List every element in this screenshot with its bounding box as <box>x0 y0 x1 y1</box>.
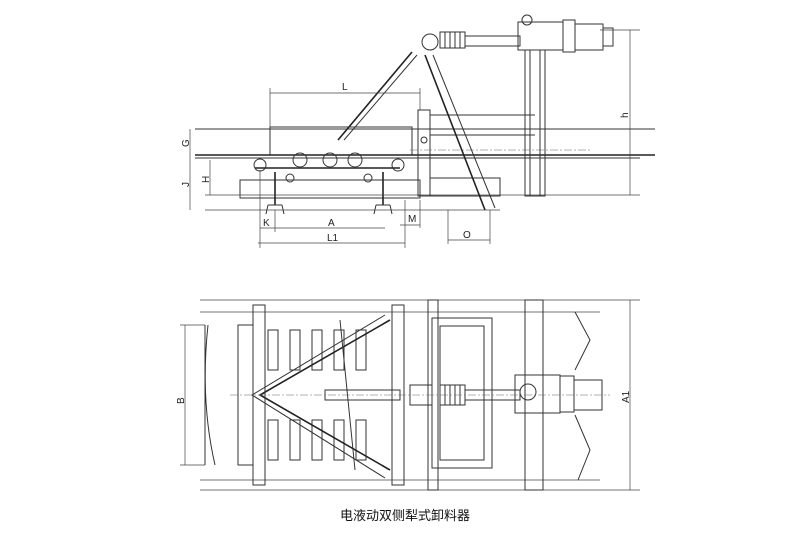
frame <box>431 317 493 469</box>
dim-A: A <box>328 218 335 229</box>
hydraulic-cylinder <box>464 35 521 47</box>
wheel <box>253 158 267 172</box>
dim-L1: L1 <box>327 233 339 244</box>
dim-A1: A1 <box>621 390 632 403</box>
actuator-body <box>514 374 561 414</box>
swing-arm <box>424 54 486 211</box>
dim-h: h <box>620 112 631 118</box>
spring <box>439 31 466 49</box>
side-view: L G J H h K A M L1 O <box>181 14 655 248</box>
figure-caption: 电液动双侧犁式卸料器 <box>339 509 470 524</box>
belt-break <box>574 311 591 481</box>
tower-post <box>524 49 546 197</box>
dim-K: K <box>263 218 270 229</box>
dim-B: B <box>176 397 187 404</box>
pivot <box>285 173 295 183</box>
dim-J: J <box>181 182 192 187</box>
motor <box>574 23 604 51</box>
belt-break <box>204 324 216 466</box>
joint <box>421 33 439 51</box>
dim-G: G <box>181 139 192 147</box>
dim-M: M <box>408 214 416 225</box>
top-view: B A1 <box>176 299 640 491</box>
stringer <box>239 179 421 199</box>
actuator-body <box>517 21 564 51</box>
frame-post <box>417 109 431 197</box>
wheel <box>391 158 405 172</box>
support-feet <box>265 204 393 215</box>
push-rod <box>337 51 413 141</box>
idler-roller <box>292 152 308 168</box>
pivot <box>363 173 373 183</box>
dim-O: O <box>463 230 471 241</box>
idler-roller <box>347 152 363 168</box>
dim-H: H <box>201 176 212 183</box>
dim-L: L <box>342 82 348 93</box>
dimensions <box>189 29 640 248</box>
plough-body <box>269 126 413 156</box>
idler-roller <box>322 152 338 168</box>
